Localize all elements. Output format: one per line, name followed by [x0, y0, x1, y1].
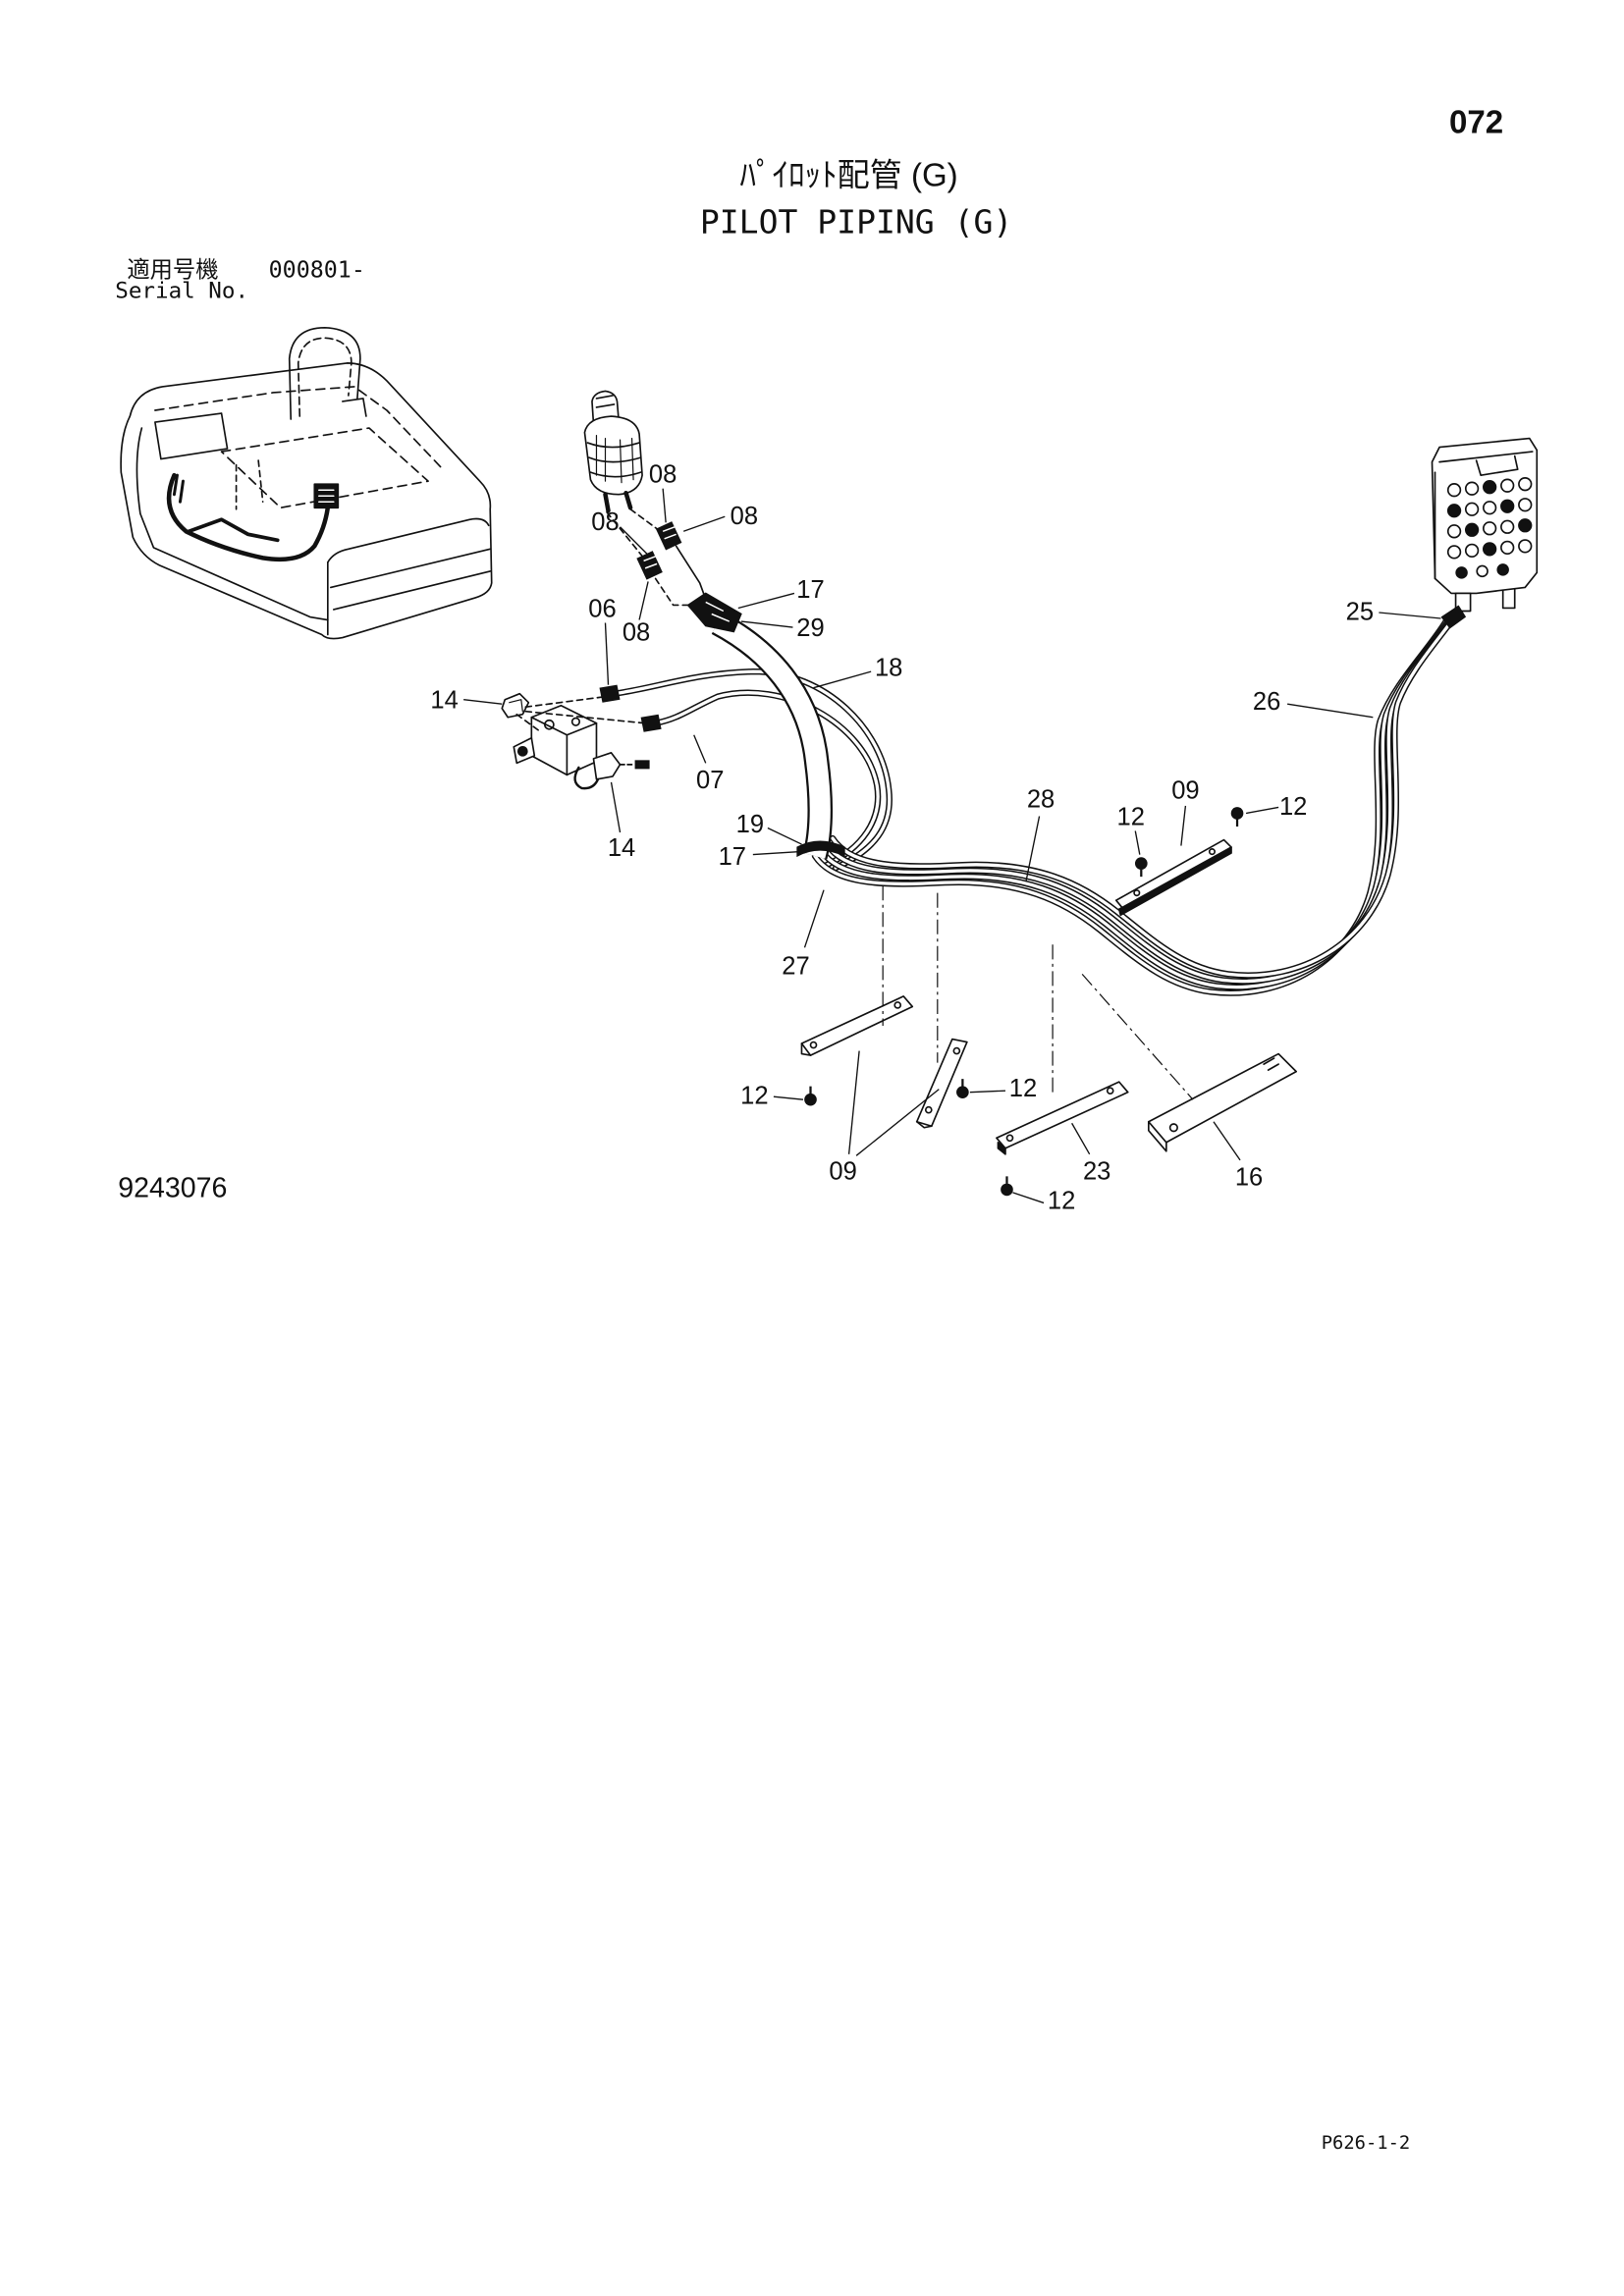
callout-label: 08 — [591, 508, 619, 536]
hose-06-end — [599, 684, 621, 703]
fitting-08-lower — [636, 551, 663, 580]
title-english: PILOT PIPING (G) — [700, 203, 1013, 241]
callout-label: 12 — [1117, 804, 1145, 831]
callout-label: 09 — [1171, 776, 1199, 804]
callout-label: 18 — [875, 655, 902, 682]
callout-label: 28 — [1027, 785, 1055, 813]
fitting-08-upper — [655, 521, 682, 551]
page-number: 072 — [1449, 104, 1503, 140]
fitting-14-lower — [592, 752, 622, 780]
seat-back — [288, 326, 361, 420]
hose-clamp — [796, 840, 845, 858]
callout-label: 17 — [719, 843, 746, 871]
fitting-14-upper — [501, 692, 530, 719]
callout-label: 12 — [740, 1083, 768, 1110]
bolt — [1230, 807, 1244, 828]
callout-label: 14 — [430, 687, 458, 715]
elbow-fitting — [686, 592, 742, 633]
callout-label: 27 — [782, 952, 809, 980]
leader-lines — [463, 488, 1441, 1204]
callout-label: 26 — [1253, 688, 1280, 716]
callout-label: 12 — [1009, 1075, 1037, 1102]
bolt — [1134, 857, 1148, 878]
page-code: P626-1-2 — [1322, 2133, 1410, 2154]
assembly-centerlines — [882, 885, 1194, 1100]
hose-07-end — [640, 714, 662, 732]
drawing-number: 9243076 — [118, 1172, 227, 1203]
callout-label: 06 — [588, 596, 616, 623]
wire-harness — [166, 472, 331, 562]
callout-label: 23 — [1083, 1157, 1110, 1185]
callout-label: 07 — [696, 767, 724, 794]
fitting-14-plug — [634, 760, 650, 770]
bolt — [956, 1079, 969, 1098]
callouts: 08 08 08 08 17 29 06 18 14 14 07 19 17 2… — [430, 461, 1374, 1215]
bolt — [1001, 1176, 1013, 1197]
protective-sleeve — [711, 612, 834, 860]
pilot-control-valve — [583, 390, 707, 607]
callout-label: 12 — [1279, 793, 1307, 821]
serial-label-japanese: 適用号機 — [127, 257, 218, 283]
callout-label: 09 — [829, 1157, 856, 1185]
hose-06 — [611, 667, 893, 872]
callout-label: 08 — [623, 619, 650, 647]
bracket-09-lower-right — [915, 1038, 968, 1129]
callout-label: 19 — [736, 811, 764, 838]
callout-label: 16 — [1235, 1163, 1263, 1191]
serial-label-english: Serial No. — [115, 279, 248, 304]
bracket-09-upper — [1114, 838, 1232, 917]
bolt — [804, 1086, 817, 1106]
callout-label: 12 — [1048, 1187, 1075, 1214]
cab-location-view — [120, 326, 493, 640]
hose-bundle — [811, 599, 1468, 996]
bracket-09-lower-left — [800, 995, 914, 1056]
serial-range: 000801- — [269, 257, 365, 284]
title-japanese: ﾊﾟｲﾛｯﾄ配管 (G) — [739, 157, 957, 193]
callout-label: 17 — [796, 576, 824, 604]
control-valve — [1431, 437, 1539, 613]
bracket-23 — [996, 1081, 1129, 1155]
callout-label: 08 — [649, 461, 677, 489]
bracket-16 — [1147, 1052, 1298, 1152]
callout-label: 25 — [1346, 599, 1374, 626]
callout-label: 29 — [796, 614, 824, 642]
callout-label: 14 — [608, 834, 635, 862]
hose-07 — [652, 689, 882, 869]
shuttle-valve-block — [501, 692, 646, 790]
callout-label: 08 — [731, 503, 758, 530]
hose-25-end — [1440, 605, 1467, 629]
